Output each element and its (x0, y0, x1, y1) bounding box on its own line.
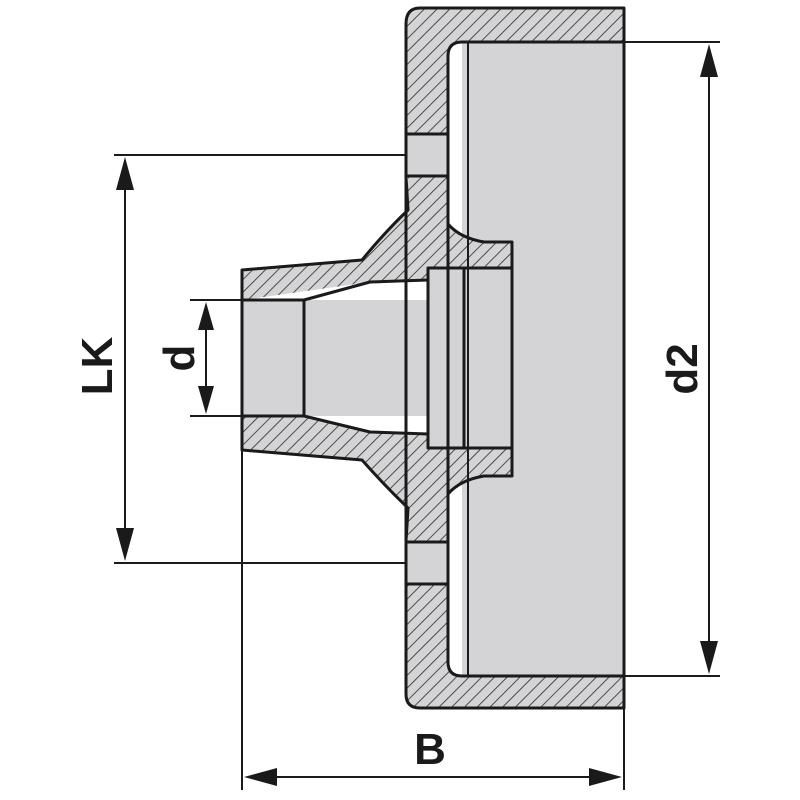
top-wall-section (406, 8, 624, 134)
upper-hub-section (242, 176, 512, 300)
upper-bolt-hole (406, 134, 448, 176)
dimension-lk: LK (73, 154, 406, 564)
lower-hub-section (242, 416, 512, 542)
dimension-b: B (241, 450, 625, 790)
dimension-d2: d2 (624, 41, 720, 677)
bolt-holes (406, 134, 448, 584)
d-label: d (155, 345, 204, 372)
flange-outlines (240, 6, 626, 710)
lk-label: LK (73, 336, 122, 395)
lower-bolt-hole (406, 542, 448, 584)
b-label: B (414, 725, 446, 774)
d2-label: d2 (658, 343, 707, 394)
dimension-d: d (155, 299, 242, 417)
